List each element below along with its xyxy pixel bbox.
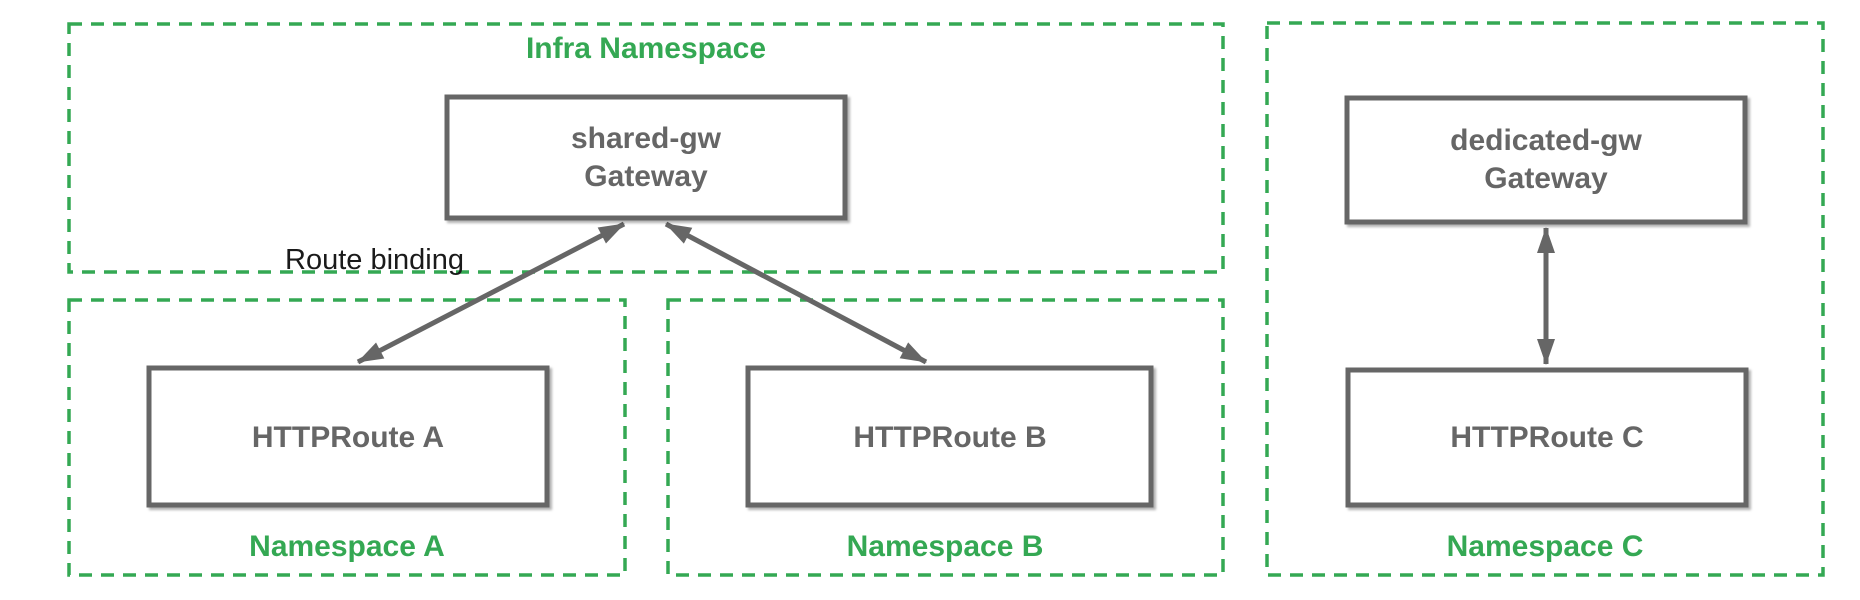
infra-namespace-container <box>67 22 1225 274</box>
dedicated-gw-gateway-node <box>1344 95 1748 225</box>
httproute-c-label: HTTPRoute C <box>1450 421 1643 454</box>
namespace-c-container <box>1265 21 1825 577</box>
route-binding-arrow-b <box>664 221 928 365</box>
namespace-b-container <box>666 298 1225 577</box>
httproute-a-label: HTTPRoute A <box>252 421 444 454</box>
route-binding-arrow-a <box>356 221 626 365</box>
httproute-c-node <box>1345 367 1749 508</box>
namespace-c-title: Namespace C <box>1447 530 1644 563</box>
namespace-a-title: Namespace A <box>249 530 445 563</box>
shared-gw-kind: Gateway <box>584 160 708 193</box>
httproute-a-node <box>146 365 550 508</box>
route-binding-annotation: Route binding <box>285 244 464 276</box>
httproute-b-label: HTTPRoute B <box>853 421 1046 454</box>
shared-gw-name: shared-gw <box>571 122 722 155</box>
namespace-b-title: Namespace B <box>847 530 1044 563</box>
infra-namespace-title: Infra Namespace <box>526 32 766 65</box>
shared-gw-gateway-node <box>444 94 848 221</box>
httproute-b-node <box>745 365 1154 508</box>
namespace-a-container <box>67 298 627 577</box>
dedicated-gw-kind: Gateway <box>1484 162 1608 195</box>
dedicated-gw-name: dedicated-gw <box>1450 124 1642 157</box>
